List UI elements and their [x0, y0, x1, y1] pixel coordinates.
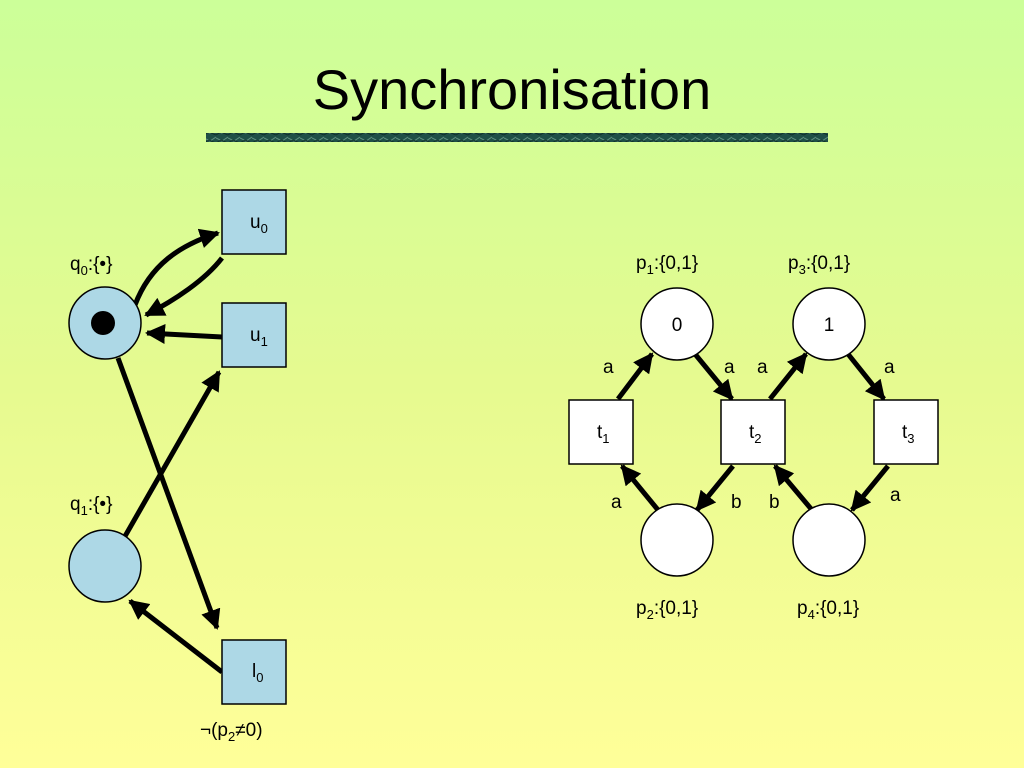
place-p2-label: p2:{0,1}: [636, 598, 698, 622]
transition-u0: u0: [221, 189, 287, 255]
transition-l0: l0: [221, 639, 287, 705]
transition-t1-label: t1: [597, 422, 610, 446]
arc-l0-q1: [128, 599, 224, 674]
transition-u1: u1: [221, 302, 287, 368]
transition-u1-label: u1: [250, 325, 268, 349]
arc-p1-t2: [693, 352, 734, 401]
arc-label-p4-t2: b: [769, 492, 780, 513]
place-p2-circle: [640, 503, 714, 577]
transition-t2-label: t2: [749, 422, 762, 446]
transition-l0-box: [221, 639, 287, 705]
guard-label: ¬(p2≠0): [200, 720, 263, 744]
arc-label-t1-p1: a: [603, 357, 614, 378]
arc-label-p1-t2: a: [724, 357, 735, 378]
place-p3-label: p3:{0,1}: [788, 253, 850, 277]
left-net: q0:{•} q1:{•} u0 u1: [68, 189, 287, 744]
arc-t1-p1: [616, 352, 654, 401]
place-p4-circle: [792, 503, 866, 577]
arc-label-t2-p3: a: [757, 357, 768, 378]
place-p4-label: p4:{0,1}: [797, 598, 859, 622]
arc-p2-t1: [620, 464, 660, 512]
place-p1-label: p1:{0,1}: [636, 253, 698, 277]
place-q1-circle: [68, 529, 142, 603]
place-q0: q0:{•}: [68, 254, 142, 360]
arc-p3-t3: [846, 352, 886, 401]
right-net: a a a a a b b a 0 p1:{0,1} p2:{0,1}: [568, 253, 939, 622]
place-p1: 0 p1:{0,1}: [636, 253, 714, 361]
place-p3-circle: [792, 287, 866, 361]
title-underline: [206, 133, 828, 142]
place-p2: p2:{0,1}: [636, 503, 714, 622]
arc-p4-t2: [773, 464, 814, 512]
arc-q0-u0: [132, 228, 220, 306]
arc-t3-p4: [850, 464, 890, 512]
arc-label-t3-p4: a: [890, 485, 901, 506]
transition-t2: t2: [720, 399, 786, 465]
place-q1-label: q1:{•}: [70, 494, 112, 518]
transition-u0-box: [221, 189, 287, 255]
title-rule-bar: [206, 133, 828, 142]
transition-t1-box: [568, 399, 634, 465]
slide-title: Synchronisation: [312, 58, 712, 121]
transition-u0-label: u0: [250, 212, 268, 236]
transition-t3-box: [873, 399, 939, 465]
arc-label-t2-p2: b: [731, 492, 742, 513]
place-q1: q1:{•}: [68, 494, 142, 603]
place-p4: p4:{0,1}: [792, 503, 866, 622]
place-p1-circle: [640, 287, 714, 361]
transition-u1-box: [221, 302, 287, 368]
arc-q1-u1: [121, 370, 222, 540]
place-p3: 1 p3:{0,1}: [788, 253, 866, 361]
transition-t3-label: t3: [902, 422, 915, 446]
place-p3-marking: 1: [824, 315, 835, 336]
transition-t3: t3: [873, 399, 939, 465]
token-dot: [91, 311, 115, 335]
transition-t2-box: [720, 399, 786, 465]
transition-l0-label: l0: [252, 661, 263, 685]
arc-q0-l0: [115, 357, 221, 630]
transition-t1: t1: [568, 399, 634, 465]
arc-label-p3-t3: a: [884, 357, 895, 378]
place-p1-marking: 0: [672, 315, 683, 336]
arc-u1-q0: [145, 323, 223, 344]
arc-t2-p3: [768, 352, 808, 401]
arc-u0-q0: [144, 256, 224, 318]
arc-label-p2-t1: a: [611, 492, 622, 513]
place-q0-label: q0:{•}: [70, 254, 112, 278]
arc-t2-p2: [695, 464, 735, 512]
